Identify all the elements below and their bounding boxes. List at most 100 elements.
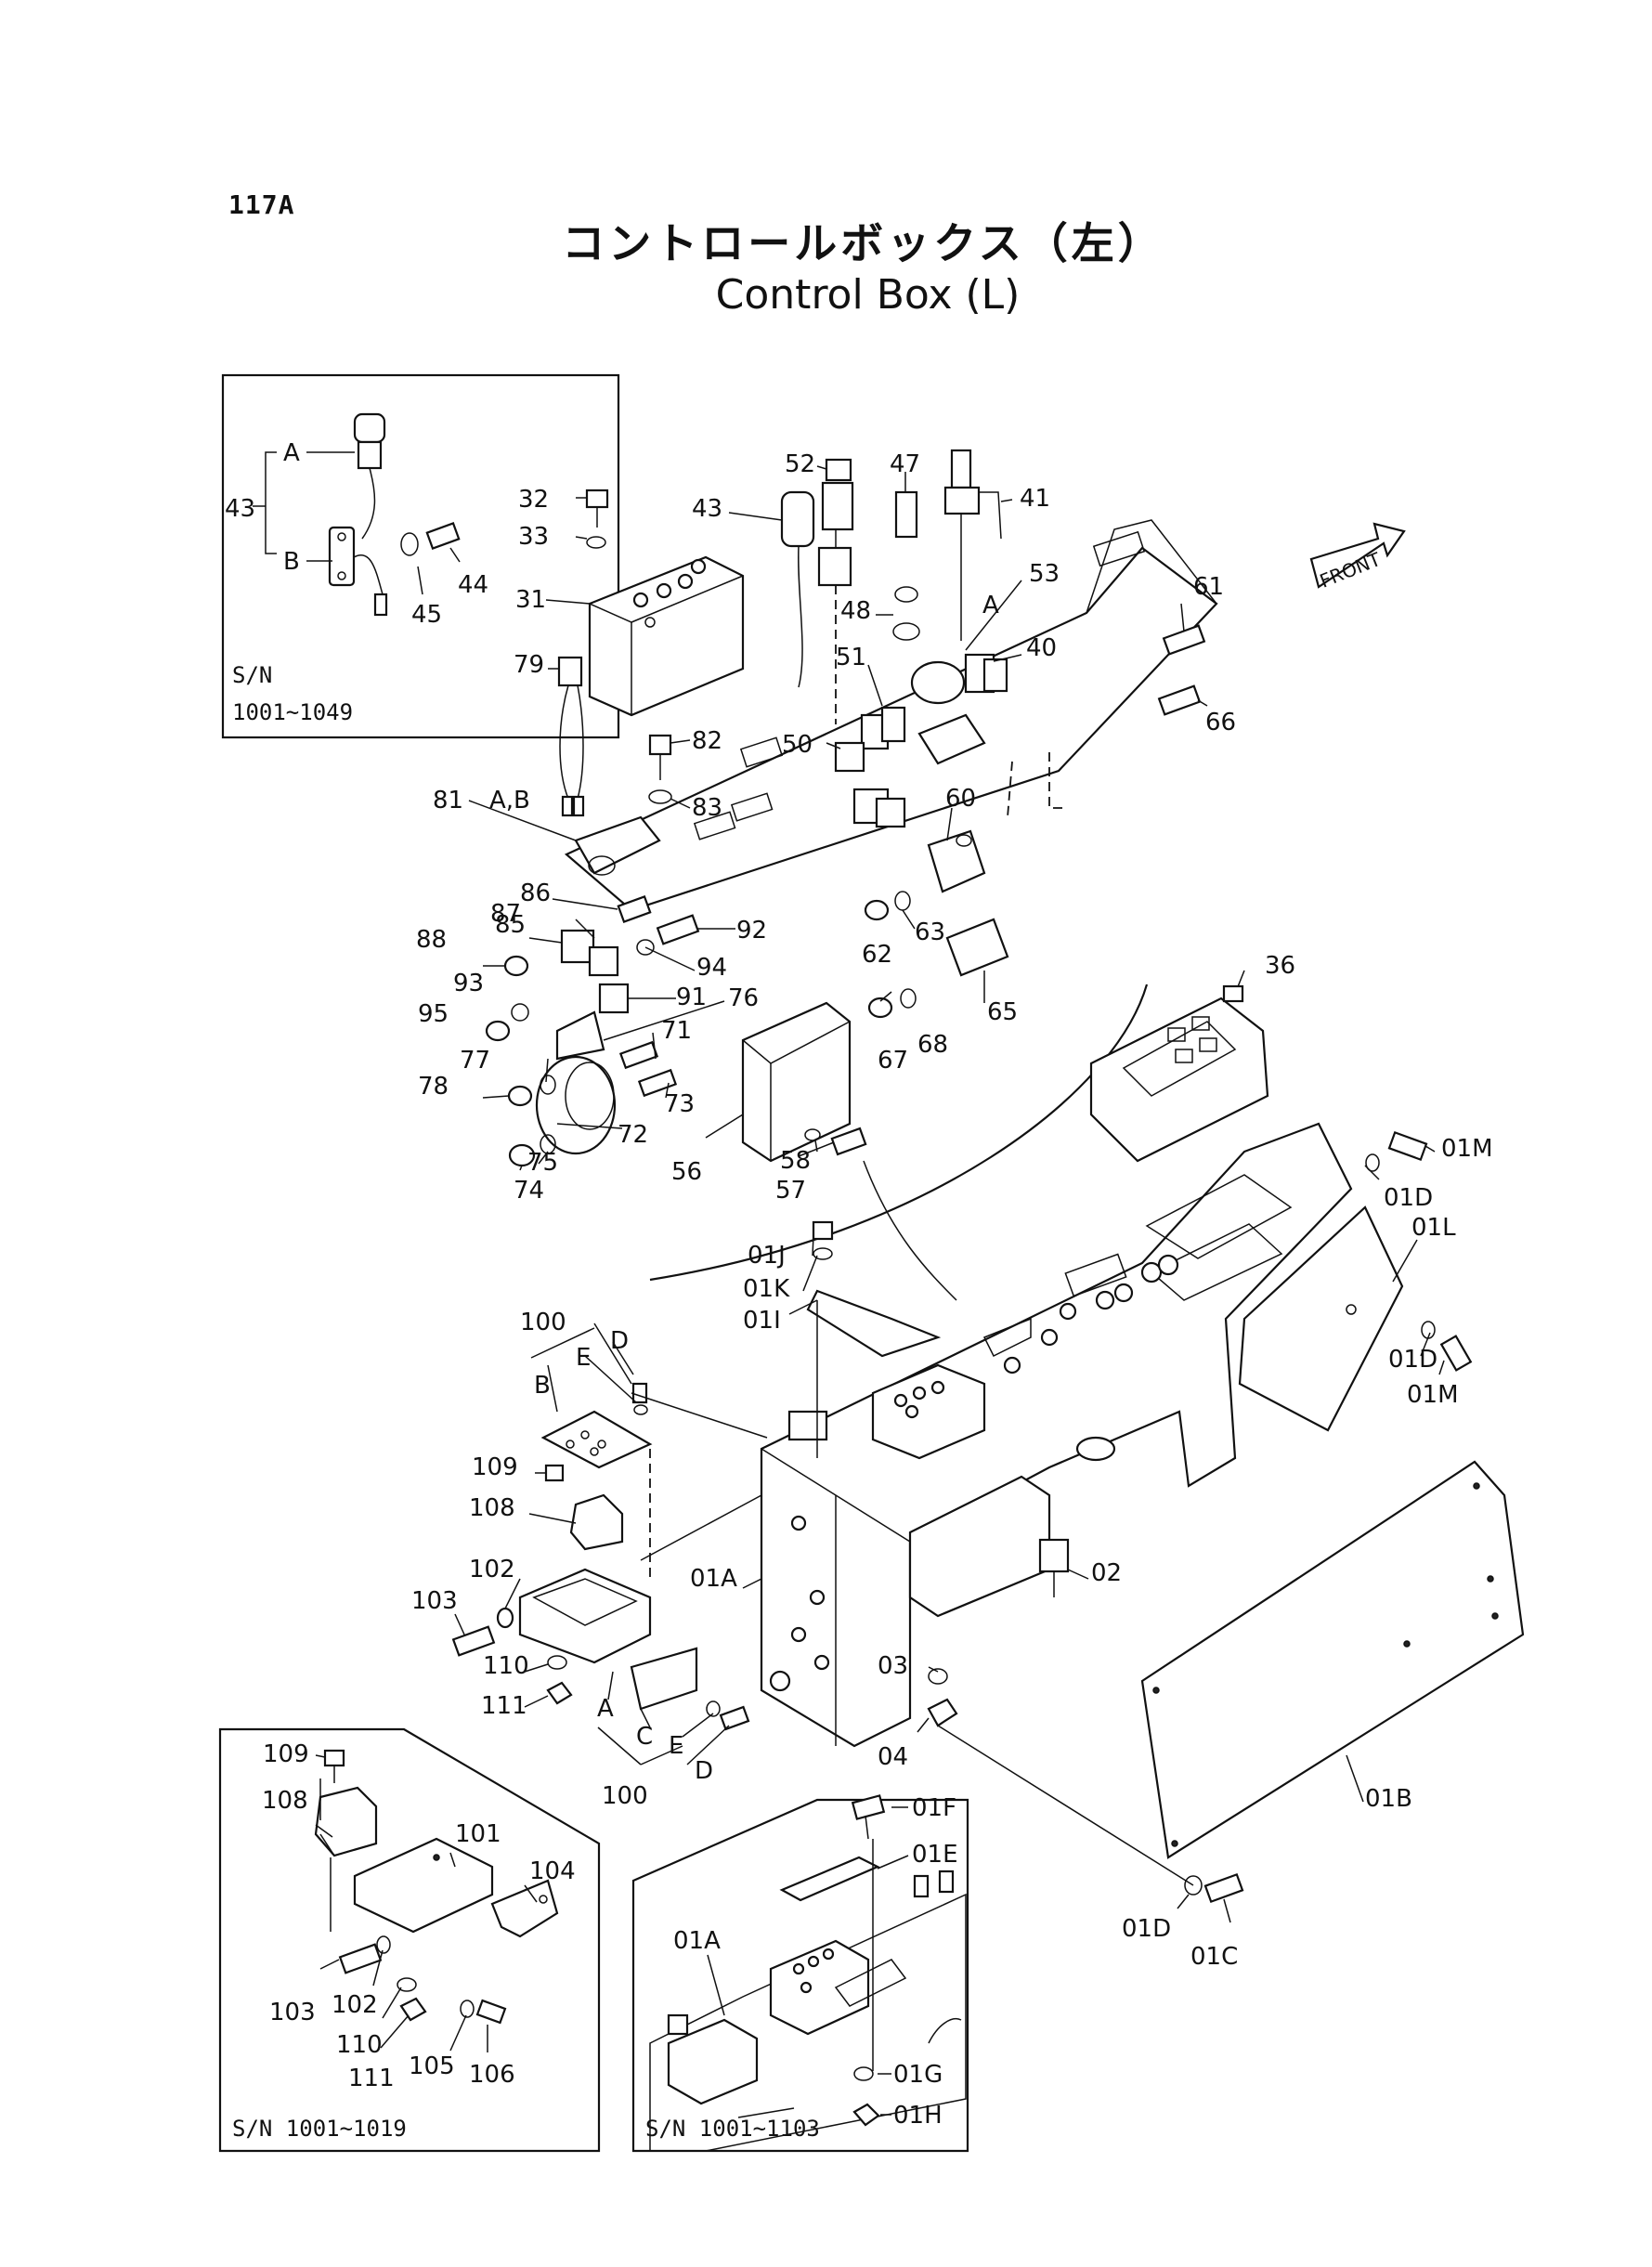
label-c: C bbox=[636, 1723, 653, 1751]
relay-bracket-icon bbox=[328, 526, 356, 587]
relay-60-icon bbox=[927, 829, 986, 893]
label-33: 33 bbox=[518, 523, 549, 551]
bracket-100-a bbox=[518, 1568, 652, 1664]
label-41: 41 bbox=[1020, 485, 1050, 513]
inset-2-label-102: 102 bbox=[332, 1991, 378, 2019]
label-ab: A,B bbox=[489, 787, 530, 814]
inset-1-label-43: 43 bbox=[225, 495, 255, 523]
lower-console bbox=[451, 984, 1525, 1904]
upper-console bbox=[485, 449, 1218, 1301]
horn-72-icon bbox=[535, 1055, 617, 1155]
label-108: 108 bbox=[469, 1494, 515, 1522]
label-01M-a: 01M bbox=[1441, 1135, 1493, 1163]
screw-01J-icon bbox=[812, 1220, 834, 1241]
label-68: 68 bbox=[917, 1031, 948, 1059]
inset-2-label-105: 105 bbox=[409, 2052, 455, 2080]
label-91: 91 bbox=[676, 984, 707, 1011]
page-number: 117A bbox=[228, 189, 295, 220]
inset-2-label-109: 109 bbox=[263, 1740, 309, 1768]
title-japanese: コントロールボックス（左） bbox=[562, 218, 1164, 268]
label-01K: 01K bbox=[743, 1275, 790, 1303]
label-83: 83 bbox=[692, 794, 722, 822]
relay-81-icon bbox=[574, 815, 661, 875]
label-77: 77 bbox=[460, 1047, 490, 1075]
label-60: 60 bbox=[945, 785, 976, 813]
bolt-02-icon bbox=[1038, 1538, 1070, 1573]
label-63: 63 bbox=[915, 919, 945, 946]
label-102: 102 bbox=[469, 1556, 515, 1583]
inset-2-frame bbox=[218, 1727, 601, 2153]
label-85: 85 bbox=[495, 911, 526, 939]
screw-82-icon bbox=[648, 734, 672, 756]
console-base bbox=[760, 1122, 1353, 1748]
label-e-a: E bbox=[576, 1344, 591, 1372]
bolt-103-icon bbox=[338, 1943, 383, 1974]
bolt-92-icon bbox=[656, 914, 700, 945]
label-a-upper: A bbox=[982, 592, 999, 619]
inset-3-frame bbox=[631, 1798, 969, 2153]
inset-2-label-108: 108 bbox=[262, 1787, 308, 1815]
label-47: 47 bbox=[890, 450, 920, 478]
bracket-101-icon bbox=[353, 1837, 494, 1934]
inset-1-serial: S/N bbox=[232, 662, 272, 688]
inset-1-label-45: 45 bbox=[411, 601, 442, 629]
label-100-a: 100 bbox=[520, 1309, 566, 1336]
inset-3-label-01H: 01H bbox=[893, 2102, 943, 2130]
inset-3-label-01G: 01G bbox=[893, 2061, 943, 2089]
label-b: B bbox=[534, 1372, 551, 1400]
label-95: 95 bbox=[418, 1000, 449, 1028]
label-87: 87 bbox=[490, 900, 521, 928]
label-93: 93 bbox=[453, 970, 484, 997]
inset-2-label-103: 103 bbox=[269, 1999, 316, 2026]
screw-icon bbox=[585, 489, 609, 509]
label-100-b: 100 bbox=[602, 1782, 648, 1810]
label-d-a: D bbox=[610, 1327, 629, 1355]
inset-3-label-01A: 01A bbox=[673, 1927, 721, 1955]
bolt-103-icon bbox=[451, 1625, 496, 1657]
label-72: 72 bbox=[618, 1121, 648, 1149]
knob-43-icon bbox=[780, 490, 815, 548]
label-76: 76 bbox=[728, 984, 759, 1012]
label-67: 67 bbox=[878, 1047, 908, 1075]
label-94: 94 bbox=[696, 954, 727, 982]
switch-53-icon bbox=[910, 660, 966, 705]
label-32: 32 bbox=[518, 486, 549, 514]
label-03: 03 bbox=[878, 1652, 908, 1680]
label-01D-b: 01D bbox=[1388, 1346, 1437, 1374]
inset-2-label-104: 104 bbox=[529, 1857, 576, 1885]
horn-icon bbox=[555, 1010, 605, 1061]
label-103: 103 bbox=[411, 1587, 458, 1615]
label-d-b: D bbox=[695, 1757, 713, 1785]
label-01D-c: 01D bbox=[1122, 1915, 1171, 1943]
relay-85-icon bbox=[560, 929, 595, 964]
label-71: 71 bbox=[661, 1017, 692, 1045]
lower-leaders bbox=[454, 1145, 1445, 1923]
label-110: 110 bbox=[483, 1652, 529, 1680]
bolt-66-icon bbox=[1157, 684, 1202, 716]
inset-3: 01F 01E 01A 01G 01H S/N 1001~1103 bbox=[631, 1794, 969, 2153]
inset-2-label-111: 111 bbox=[348, 2065, 395, 2092]
label-78: 78 bbox=[418, 1073, 449, 1101]
title-english: Control Box (L) bbox=[715, 271, 1021, 319]
label-56: 56 bbox=[671, 1158, 702, 1186]
label-48: 48 bbox=[840, 597, 871, 625]
bracket-104-icon bbox=[490, 1879, 559, 1938]
label-79: 79 bbox=[514, 651, 544, 679]
label-88: 88 bbox=[416, 926, 447, 954]
front-arrow: FRONT bbox=[1309, 522, 1406, 593]
label-73: 73 bbox=[664, 1090, 695, 1118]
label-a-lower: A bbox=[597, 1695, 614, 1723]
label-e-b: E bbox=[669, 1732, 683, 1760]
inset-2: 109 108 101 104 103 102 110 111 105 106 … bbox=[218, 1727, 601, 2153]
washer-icon bbox=[400, 532, 419, 556]
bolt-icon bbox=[425, 522, 461, 550]
upper-leaders bbox=[468, 465, 1245, 1171]
label-01C: 01C bbox=[1190, 1943, 1238, 1971]
bolt-61-icon bbox=[1162, 624, 1206, 656]
inset-2-serial: S/N 1001~1019 bbox=[232, 2116, 407, 2142]
screw-icon bbox=[323, 1749, 345, 1767]
connector-79-icon bbox=[557, 656, 583, 687]
inset-2-label-101: 101 bbox=[455, 1820, 501, 1848]
inset-3-label-01F: 01F bbox=[912, 1794, 956, 1822]
